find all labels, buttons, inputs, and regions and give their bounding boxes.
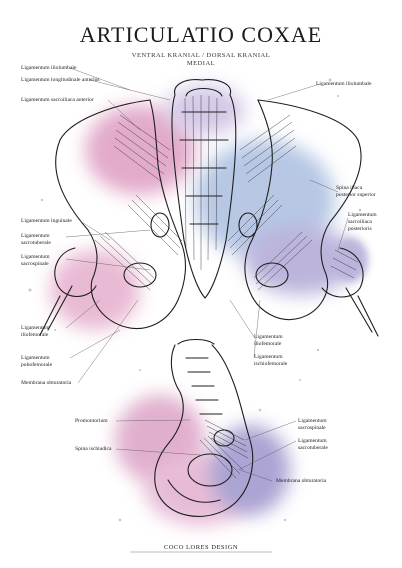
- label-lig-sacrospinale-1: Ligamentum: [21, 254, 50, 260]
- label-lig-sacroiliaca-posterior-1: Ligamentum: [348, 212, 377, 218]
- label-lig-sacroiliaca-posterior-3: posterioris: [348, 226, 372, 232]
- label-lig-sacrotuberale-lower-1: Ligamentum: [298, 438, 327, 444]
- label-lig-sacrotuberale-2: sacrotuberale: [21, 240, 51, 246]
- label-lig-ischiofemorale-1: Ligamentum: [254, 354, 283, 360]
- label-lig-pubofemorale-1: Ligamentum: [21, 355, 50, 361]
- label-spina-iliaca-1: Spina iliaca: [336, 185, 363, 191]
- watercolor-wash: [50, 85, 368, 525]
- label-lig-sacrotuberale-1: Ligamentum: [21, 233, 50, 239]
- label-lig-iliofemorale-mid-2: iliofemorale: [254, 341, 282, 347]
- poster-title: ARTICULATIO COXAE: [79, 22, 323, 47]
- label-spina-iliaca-2: posterior superior: [336, 192, 376, 198]
- label-lig-inguinale: Ligamentum inguinale: [21, 218, 72, 224]
- poster-subtitle: VENTRAL KRANIAL / DORSAL KRANIAL: [131, 52, 271, 59]
- label-lig-pubofemorale-2: pubofemorale: [21, 362, 53, 368]
- label-lig-sacrotuberale-lower-2: sacrotuberale: [298, 445, 328, 451]
- poster-subtitle-medial: MEDIAL: [186, 60, 216, 67]
- label-lig-sacrospinale-2: sacrospinale: [21, 261, 49, 267]
- label-membrana-obturatoria-right: Membrana obturatoria: [276, 478, 327, 484]
- label-lig-iliofemorale-mid-1: Ligamentum: [254, 334, 283, 340]
- label-lig-sacrospinale-lower-2: sacrospinale: [298, 425, 326, 431]
- label-lig-iliofemorale-left-1: Ligamentum: [21, 325, 50, 331]
- label-membrana-obturatoria-left: Membrana obturatoria: [21, 380, 72, 386]
- label-lig-longitudinale-anterius: Ligamentum longitudinale anterius: [21, 77, 100, 83]
- ligament-fibers: [94, 95, 359, 291]
- label-spina-ischiadica: Spina ischiadica: [75, 446, 112, 452]
- pelvis-lower: [154, 338, 254, 517]
- paint-splatter: [28, 78, 362, 522]
- footer-credit: COCO LORES DESIGN: [163, 544, 239, 551]
- leader-lines: [65, 67, 349, 553]
- ligament-fibers-lower: [199, 419, 249, 479]
- label-lig-sacrospinale-lower-1: Ligamentum: [298, 418, 327, 424]
- label-lig-iliofemorale-left-2: iliofemorale: [21, 332, 49, 338]
- label-promontorium: Promontorium: [75, 418, 108, 424]
- label-lig-ischiofemorale-2: ischiofemorale: [254, 361, 288, 367]
- label-lig-sacroiliaca-posterior-2: sacroiliaca: [348, 219, 372, 225]
- label-lig-iliolumbale-right: Ligamentum iliolumbale: [316, 81, 372, 87]
- label-lig-iliolumbale-left: Ligamentum iliolumbale: [21, 65, 77, 71]
- label-lig-sacroiliaca-anterior: Ligamentum sacroiliaca anterior: [21, 97, 94, 103]
